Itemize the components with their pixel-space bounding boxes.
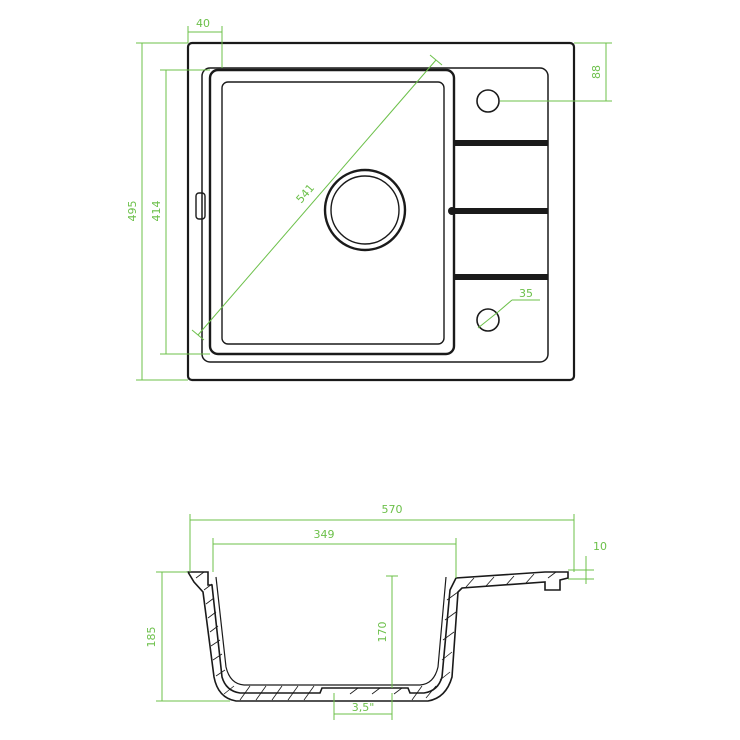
- drain-inner: [330, 175, 400, 245]
- dim-label-88: 88: [590, 65, 603, 79]
- drainboard-ribs: [448, 140, 548, 280]
- section-view: 570 349 10 185 170: [145, 503, 607, 720]
- dim-label-35: 35: [519, 287, 533, 300]
- dim-section-drain: 3,5": [333, 693, 393, 720]
- dim-section-rim-thickness: 10: [568, 540, 607, 584]
- dim-label-495: 495: [126, 201, 139, 222]
- dim-label-570: 570: [382, 503, 403, 516]
- drain-outer: [323, 168, 407, 252]
- dim-diagonal: 541: [191, 54, 443, 341]
- dim-section-bowl-width: 349: [212, 528, 457, 578]
- sink-section-outer: [186, 571, 569, 702]
- sink-outer-outline: [186, 41, 576, 382]
- dim-label-10: 10: [593, 540, 607, 553]
- top-view: 40 495 414 541 88: [126, 17, 612, 382]
- section-hatching: [195, 571, 557, 701]
- sink-rim-outline: [201, 67, 549, 363]
- dim-overall-height: 495: [126, 42, 188, 381]
- dim-section-overall-width: 570: [189, 503, 575, 572]
- drainboard-rib: [454, 274, 548, 280]
- dim-label-170: 170: [376, 622, 389, 643]
- sink-section-inner: [215, 576, 447, 686]
- dim-label-414: 414: [150, 201, 163, 222]
- dim-label-40: 40: [196, 17, 210, 30]
- rib-joint: [448, 207, 456, 215]
- dim-tap-hole-offset: 88: [500, 42, 612, 102]
- dim-label-drain: 3,5": [352, 701, 375, 714]
- tap-hole-bottom: [476, 308, 500, 332]
- dim-tap-hole-diameter: 35: [477, 287, 540, 329]
- dim-label-349: 349: [314, 528, 335, 541]
- bowl-outer-outline: [208, 68, 456, 356]
- overflow-slot: [195, 192, 206, 220]
- dim-bowl-height: 414: [150, 69, 210, 355]
- tap-hole-top: [476, 89, 500, 113]
- bowl-inner-outline: [221, 81, 445, 345]
- drainboard-rib: [454, 140, 548, 146]
- dim-label-541: 541: [294, 182, 318, 206]
- dim-section-bowl-depth: 170: [376, 575, 398, 688]
- drainboard-rib: [454, 208, 548, 214]
- dim-section-overall-depth: 185: [145, 571, 230, 702]
- dim-label-185: 185: [145, 627, 158, 648]
- dim-overall-width-offset: 40: [187, 17, 223, 68]
